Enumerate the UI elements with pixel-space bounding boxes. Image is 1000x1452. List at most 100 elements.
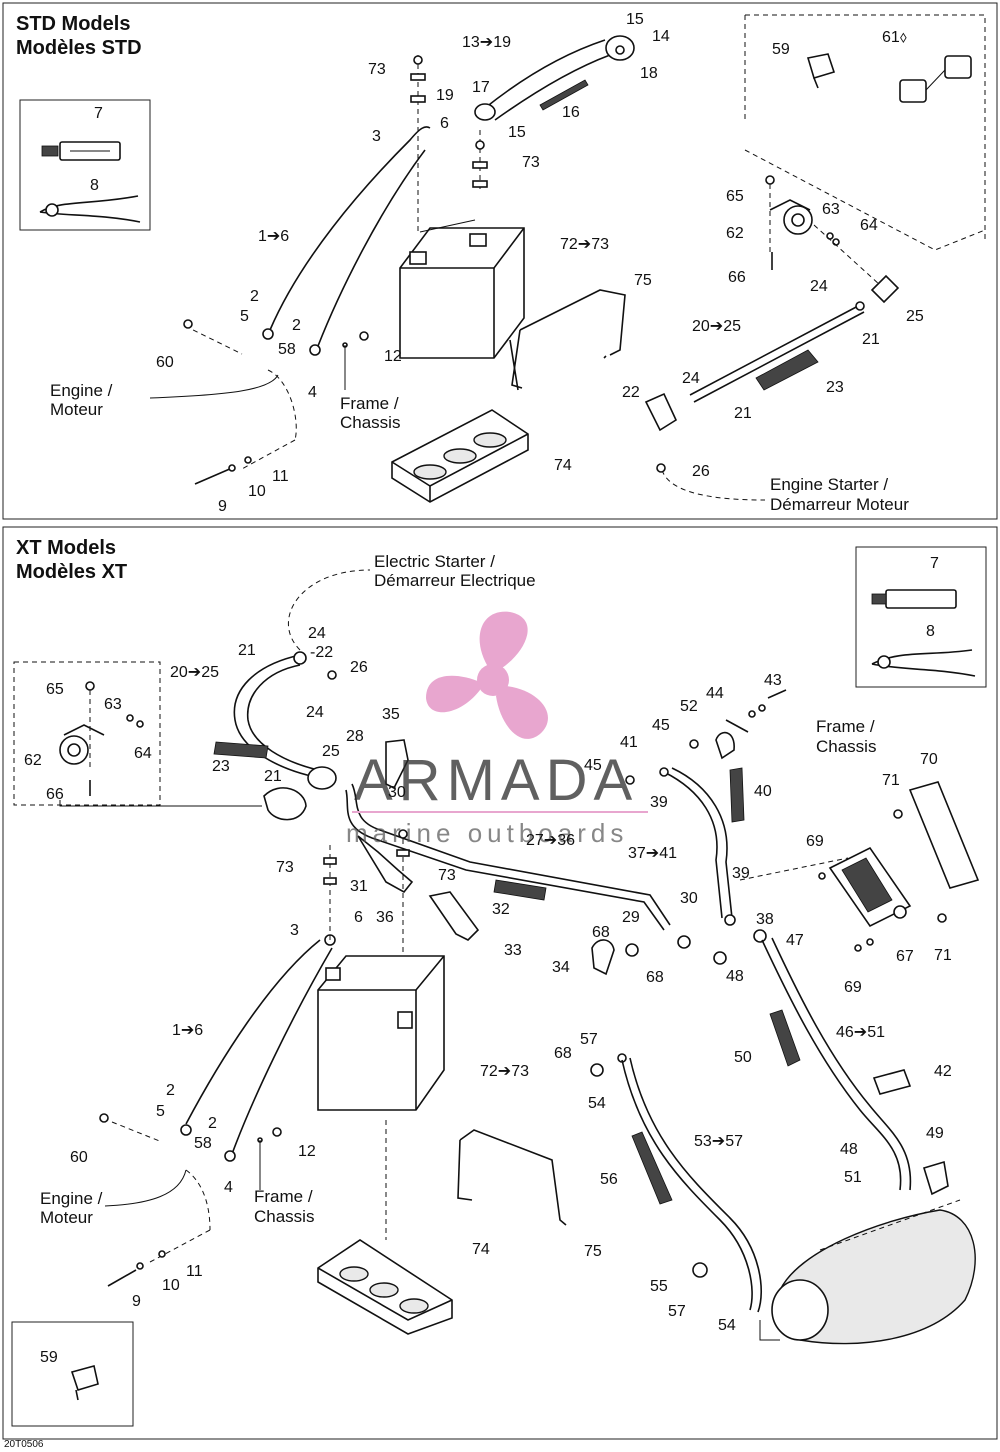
svg-text:Démarreur Electrique: Démarreur Electrique xyxy=(374,571,536,590)
svg-text:5: 5 xyxy=(156,1103,165,1120)
svg-text:52: 52 xyxy=(680,698,698,715)
xt-title: XT Models xyxy=(16,537,116,559)
svg-text:6: 6 xyxy=(440,115,449,132)
svg-text:21: 21 xyxy=(264,768,282,785)
svg-text:68: 68 xyxy=(554,1045,572,1062)
svg-text:26: 26 xyxy=(350,659,368,676)
svg-text:73: 73 xyxy=(276,859,294,876)
xt-cable-37-41 xyxy=(659,767,736,926)
svg-text:37➔41: 37➔41 xyxy=(628,845,677,862)
svg-text:45: 45 xyxy=(584,757,602,774)
terminal-boot-59 xyxy=(806,53,836,89)
svg-text:63: 63 xyxy=(822,201,840,218)
svg-text:4: 4 xyxy=(224,1179,233,1196)
svg-text:3: 3 xyxy=(290,922,299,939)
xt-protector-32 xyxy=(493,879,547,901)
svg-text:68: 68 xyxy=(646,969,664,986)
svg-text:2: 2 xyxy=(208,1115,217,1132)
svg-text:71: 71 xyxy=(882,772,900,789)
svg-text:20➔25: 20➔25 xyxy=(692,318,741,335)
svg-text:48: 48 xyxy=(840,1141,858,1158)
diagram-code: 20T0506 xyxy=(4,1439,44,1450)
svg-text:53➔57: 53➔57 xyxy=(694,1133,743,1150)
xt-cable-46-51 xyxy=(761,937,912,1191)
svg-text:59: 59 xyxy=(772,41,790,58)
xt-solenoid xyxy=(59,681,262,807)
svg-text:21: 21 xyxy=(238,642,256,659)
svg-text:11: 11 xyxy=(186,1263,203,1280)
xt-title-fr: Modèles XT xyxy=(16,561,127,583)
svg-text:19: 19 xyxy=(436,87,454,104)
svg-text:24: 24 xyxy=(306,704,324,721)
std-boot-25 xyxy=(870,274,900,304)
svg-text:65: 65 xyxy=(46,681,64,698)
svg-text:6: 6 xyxy=(354,909,363,926)
xt-protector-50 xyxy=(769,1009,801,1067)
svg-text:Chassis: Chassis xyxy=(340,413,400,432)
connector-61 xyxy=(899,55,972,103)
svg-text:18: 18 xyxy=(640,65,658,82)
xt-solenoid-inset xyxy=(13,661,161,806)
svg-text:ARMADA: ARMADA xyxy=(354,748,638,813)
svg-text:21: 21 xyxy=(734,405,752,422)
svg-text:23: 23 xyxy=(826,379,844,396)
svg-text:69: 69 xyxy=(806,833,824,850)
std-battery xyxy=(399,219,525,359)
std-hardware-73 xyxy=(410,55,488,188)
svg-text:15: 15 xyxy=(626,11,644,28)
svg-text:Chassis: Chassis xyxy=(816,737,876,756)
svg-text:58: 58 xyxy=(278,341,296,358)
svg-text:74: 74 xyxy=(554,457,572,474)
positive-battery-cable xyxy=(269,126,431,331)
svg-text:67: 67 xyxy=(896,948,914,965)
xt-bracket-33 xyxy=(428,891,480,941)
svg-text:51: 51 xyxy=(844,1169,862,1186)
svg-text:39: 39 xyxy=(732,865,750,882)
svg-text:57: 57 xyxy=(668,1303,686,1320)
svg-text:8: 8 xyxy=(926,623,935,640)
svg-text:4: 4 xyxy=(308,384,317,401)
svg-text:75: 75 xyxy=(584,1243,602,1260)
svg-text:21: 21 xyxy=(862,331,880,348)
xt-terminal-boot-59 xyxy=(70,1365,99,1401)
svg-text:49: 49 xyxy=(926,1125,944,1142)
svg-text:59: 59 xyxy=(40,1349,58,1366)
dielectric-grease-tube xyxy=(41,141,121,161)
xt-tools-inset xyxy=(855,546,987,688)
svg-text:54: 54 xyxy=(718,1317,736,1334)
svg-text:48: 48 xyxy=(726,968,744,985)
svg-text:61⬨: 61⬨ xyxy=(882,29,907,46)
svg-text:47: 47 xyxy=(786,932,804,949)
svg-text:73: 73 xyxy=(368,61,386,78)
std-title: STD Models xyxy=(16,13,130,35)
svg-text:54: 54 xyxy=(588,1095,606,1112)
svg-text:68: 68 xyxy=(592,924,610,941)
svg-text:27➔36: 27➔36 xyxy=(526,832,575,849)
svg-text:15: 15 xyxy=(508,124,526,141)
svg-text:7: 7 xyxy=(930,555,939,572)
xt-protector-40 xyxy=(729,767,745,823)
svg-text:72➔73: 72➔73 xyxy=(480,1063,529,1080)
xt-connector-inset xyxy=(11,1321,134,1427)
propeller-logo xyxy=(426,611,548,739)
svg-text:38: 38 xyxy=(756,911,774,928)
std-panel-frame xyxy=(2,2,998,520)
xt-crimping-pliers xyxy=(871,649,976,677)
svg-text:Moteur: Moteur xyxy=(40,1208,93,1227)
xt-notes: Electric Starter / Démarreur Electrique … xyxy=(40,552,876,1227)
svg-text:36: 36 xyxy=(376,909,394,926)
xt-protector-56 xyxy=(631,1131,673,1205)
svg-text:marine outboards: marine outboards xyxy=(346,818,628,848)
svg-text:5: 5 xyxy=(240,308,249,325)
xt-grease-tube xyxy=(871,589,957,609)
xt-bracket-70 xyxy=(739,781,980,923)
svg-text:Démarreur Moteur: Démarreur Moteur xyxy=(770,495,909,514)
svg-text:1➔6: 1➔6 xyxy=(258,228,289,245)
svg-text:58: 58 xyxy=(194,1135,212,1152)
svg-text:26: 26 xyxy=(692,463,710,480)
std-connector-inset xyxy=(744,14,986,240)
svg-text:64: 64 xyxy=(134,745,152,762)
xt-callouts: 7 8 24 21 -22 26 20➔25 65 63 62 64 66 43… xyxy=(24,555,952,1366)
xt-ground-cable xyxy=(99,934,336,1287)
